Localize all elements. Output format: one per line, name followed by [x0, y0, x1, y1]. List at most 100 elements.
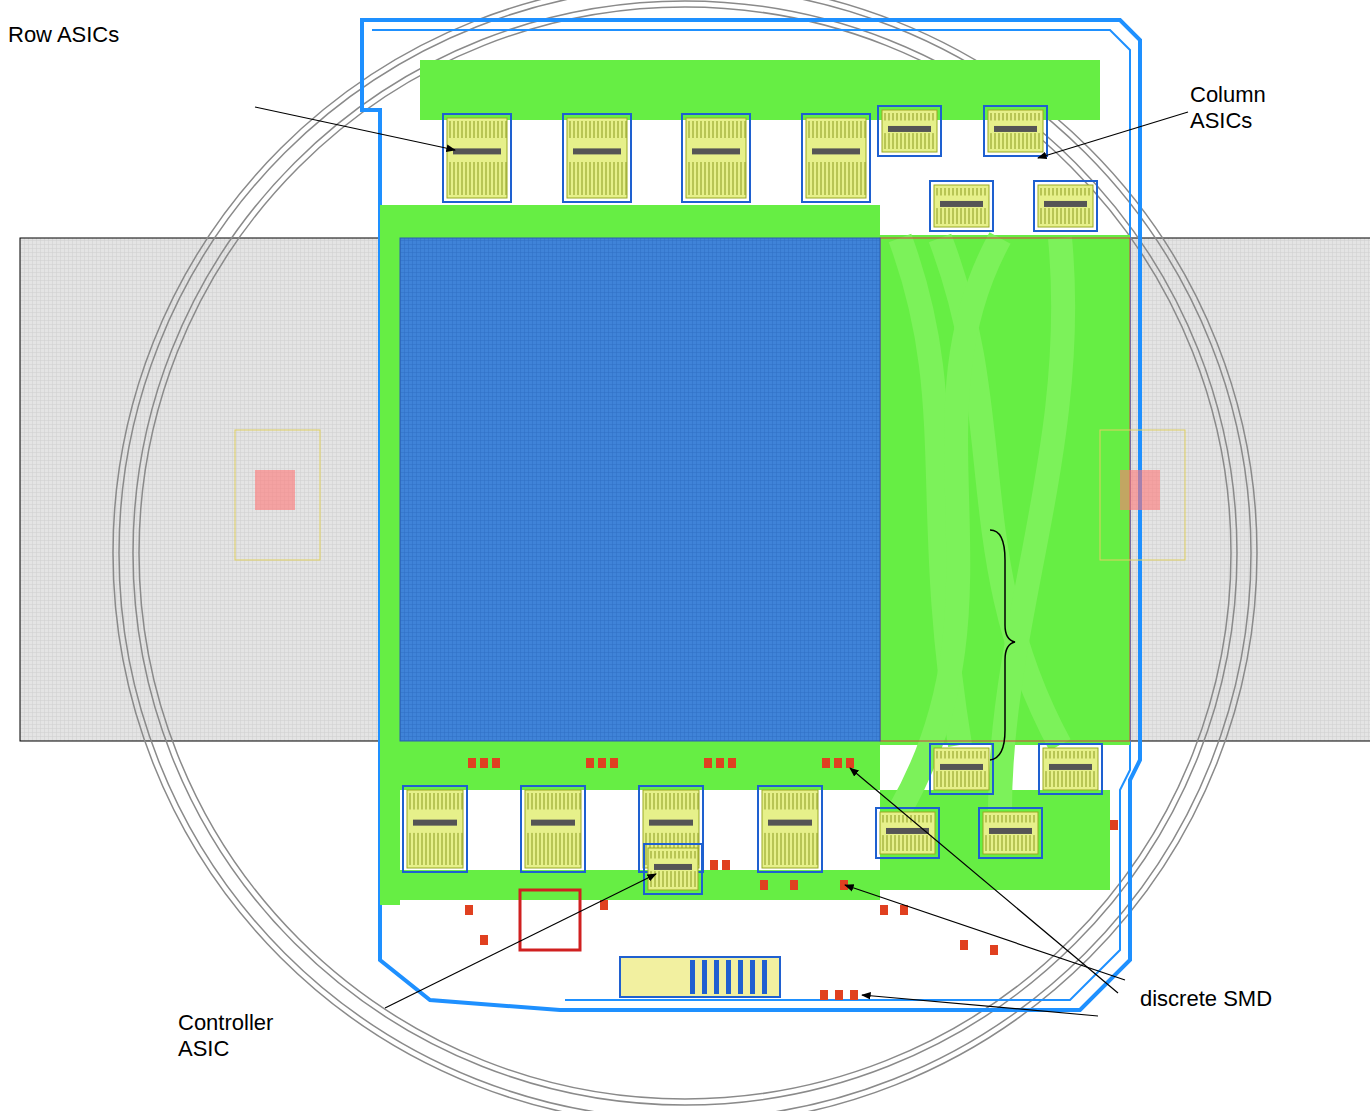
chip-pad — [1073, 208, 1074, 224]
chip-mark — [812, 148, 860, 154]
chip-pad — [961, 188, 962, 196]
chip-pad — [540, 833, 541, 865]
chip-pad — [694, 793, 695, 810]
chip-pad — [490, 162, 491, 195]
chip-pad — [765, 833, 766, 865]
pad-outline — [235, 430, 320, 560]
chip-pad — [785, 833, 786, 865]
chip-pad — [805, 793, 806, 810]
asic-chip — [447, 118, 507, 198]
chip-pad — [895, 815, 896, 823]
chip-pad — [602, 162, 603, 195]
chip-mark — [768, 820, 812, 826]
chip-pad — [927, 835, 928, 851]
chip-pad — [572, 793, 573, 810]
chip-pad — [552, 833, 553, 865]
chip-pad — [917, 113, 918, 121]
chip-pad — [937, 771, 938, 787]
chip-pad — [949, 188, 950, 196]
chip-pad — [990, 815, 991, 823]
chip-pad — [981, 188, 982, 196]
chip-pad — [1041, 188, 1042, 196]
chip-pad — [454, 793, 455, 810]
chip-pad — [1085, 208, 1086, 224]
routing-fan — [900, 238, 1000, 810]
chip-pad — [610, 162, 611, 195]
chip-pad — [725, 121, 726, 138]
chip-pad — [578, 121, 579, 138]
chip-pad — [1073, 188, 1074, 196]
chip-pad — [1065, 188, 1066, 196]
chip-pad — [973, 771, 974, 787]
chip-pad — [849, 162, 850, 195]
smd-part — [834, 758, 842, 768]
chip-pad — [991, 113, 992, 121]
chip-pad — [721, 121, 722, 138]
chip-pad — [1041, 208, 1042, 224]
chip-pad — [1023, 113, 1024, 121]
chip-pad — [809, 833, 810, 865]
chip-pad — [1034, 815, 1035, 823]
chip-pad — [985, 771, 986, 787]
chip-pad — [933, 133, 934, 149]
chip-pad — [961, 771, 962, 787]
chip-pad — [1054, 751, 1055, 759]
chip-pad — [548, 793, 549, 810]
chip-pad — [486, 121, 487, 138]
smd-part — [704, 758, 712, 768]
chip-pad — [556, 793, 557, 810]
smd-part — [728, 758, 736, 768]
chip-pad — [1030, 835, 1031, 851]
chip-pad — [442, 833, 443, 865]
chip-pad — [845, 162, 846, 195]
smd-part — [586, 758, 594, 768]
chip-pad — [614, 162, 615, 195]
chip-pad — [679, 871, 680, 887]
chip-pad — [1022, 835, 1023, 851]
chip-pad — [689, 162, 690, 195]
asic-chip — [762, 790, 818, 868]
chip-pad — [915, 835, 916, 851]
chip-pad — [582, 162, 583, 195]
smd-part — [598, 758, 606, 768]
chip-pad — [849, 121, 850, 138]
connector-pin — [702, 960, 707, 994]
chip-pad — [1031, 133, 1032, 149]
chip-pad — [709, 162, 710, 195]
chip-pad — [1006, 815, 1007, 823]
chip-pad — [1065, 208, 1066, 224]
chip-pad — [709, 121, 710, 138]
chip-pad — [919, 835, 920, 851]
chip-pad — [679, 851, 680, 859]
chip-pad — [614, 121, 615, 138]
chip-pad — [598, 121, 599, 138]
chip-pad — [801, 793, 802, 810]
chip-pad — [701, 121, 702, 138]
chip-pad — [845, 121, 846, 138]
chip-pad — [442, 793, 443, 810]
asic-chip — [525, 790, 581, 868]
chip-pad — [568, 793, 569, 810]
connector-pin — [750, 960, 755, 994]
chip-pad — [941, 208, 942, 224]
chip-pad — [590, 162, 591, 195]
chip-pad — [891, 815, 892, 823]
chip-pad — [548, 833, 549, 865]
chip-mark — [573, 148, 621, 154]
chip-pad — [781, 793, 782, 810]
chip-pad — [580, 833, 581, 865]
chip-pad — [458, 121, 459, 138]
chip-pad — [1046, 771, 1047, 787]
chip-pad — [663, 871, 664, 887]
copper-area — [400, 205, 880, 240]
chip-pad — [813, 162, 814, 195]
chip-pad — [999, 133, 1000, 149]
chip-mark — [649, 820, 693, 826]
chip-outline — [563, 114, 631, 202]
housing-ring — [113, 0, 1257, 1111]
chip-pad — [414, 793, 415, 810]
chip-pad — [887, 835, 888, 851]
chip-pad — [434, 833, 435, 865]
chip-pad — [773, 833, 774, 865]
smd-part — [880, 905, 888, 915]
